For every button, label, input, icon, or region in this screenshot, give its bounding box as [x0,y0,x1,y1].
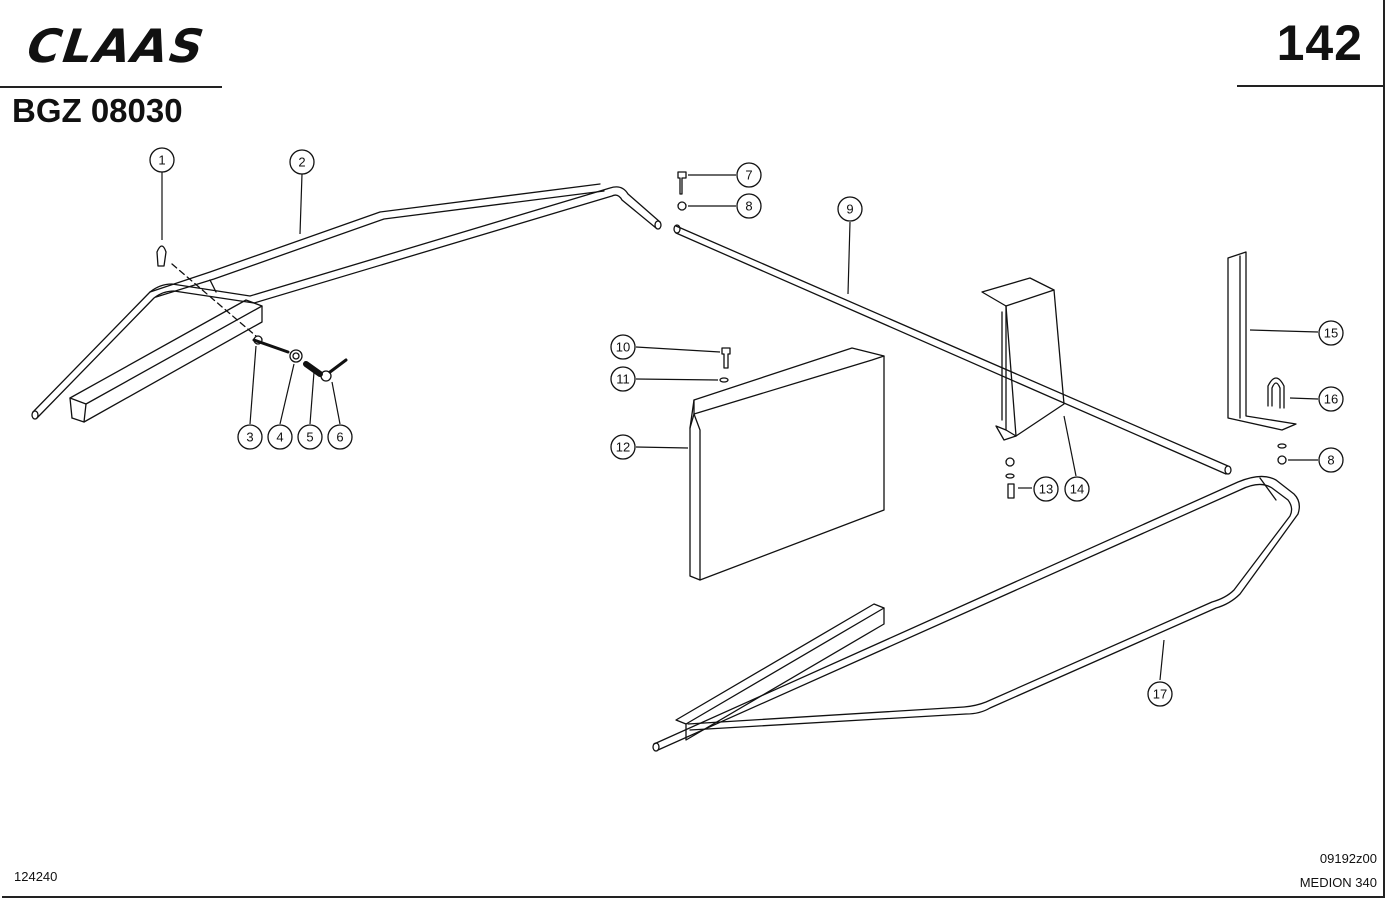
callout-8: 8 [736,193,762,219]
page-number: 142 [1276,15,1363,71]
svg-text:15: 15 [1324,326,1338,341]
callout-12: 12 [610,434,636,460]
flap-plate [689,347,885,581]
angle-bracket [1227,251,1297,431]
callout-10: 10 [610,334,636,360]
svg-text:10: 10 [616,340,630,355]
callout-11: 11 [610,366,636,392]
callout-2: 2 [289,149,315,175]
brand-text: CLAAS [19,20,214,74]
claas-logo: CLAAS [19,20,214,74]
spring-pin [156,245,167,267]
u-bolt [1267,377,1285,409]
svg-text:4: 4 [276,430,283,445]
callout-7: 7 [736,162,762,188]
callout-4: 4 [267,424,293,450]
svg-text:12: 12 [616,440,630,455]
footer-model: MEDION 340 [1299,875,1377,890]
hardware [156,171,1287,499]
svg-text:8: 8 [1327,453,1334,468]
svg-text:8: 8 [745,199,752,214]
callout-17: 17 [1147,681,1173,707]
svg-text:1: 1 [158,153,165,168]
callout-8-right: 8 [1318,447,1344,473]
svg-text:17: 17 [1153,687,1167,702]
callout-13: 13 [1033,476,1059,502]
callout-14: 14 [1064,476,1090,502]
svg-text:5: 5 [306,430,313,445]
callout-5: 5 [297,424,323,450]
right-frame-tube [652,475,1300,752]
document-code: BGZ 08030 [12,92,183,129]
svg-text:7: 7 [745,168,752,183]
svg-text:14: 14 [1070,482,1084,497]
svg-text:11: 11 [616,372,630,387]
callout-3: 3 [237,424,263,450]
footer-left-number: 124240 [14,869,58,884]
left-frame-tube [31,183,662,423]
header-rule-left [0,86,222,88]
svg-text:13: 13 [1039,482,1053,497]
svg-text:16: 16 [1324,392,1338,407]
svg-text:3: 3 [246,430,253,445]
callout-1: 1 [149,147,175,173]
header-rule-right [1237,85,1385,87]
callout-16: 16 [1318,386,1344,412]
mount-bracket [981,277,1065,441]
svg-text:9: 9 [846,202,853,217]
footer-drawing-code: 09192z00 [1319,851,1377,866]
svg-text:2: 2 [298,155,305,170]
svg-text:6: 6 [336,430,343,445]
callout-6: 6 [327,424,353,450]
callout-15: 15 [1318,320,1344,346]
center-crossbar [673,224,1232,475]
leader-lines [161,172,1319,681]
callout-9: 9 [837,196,863,222]
